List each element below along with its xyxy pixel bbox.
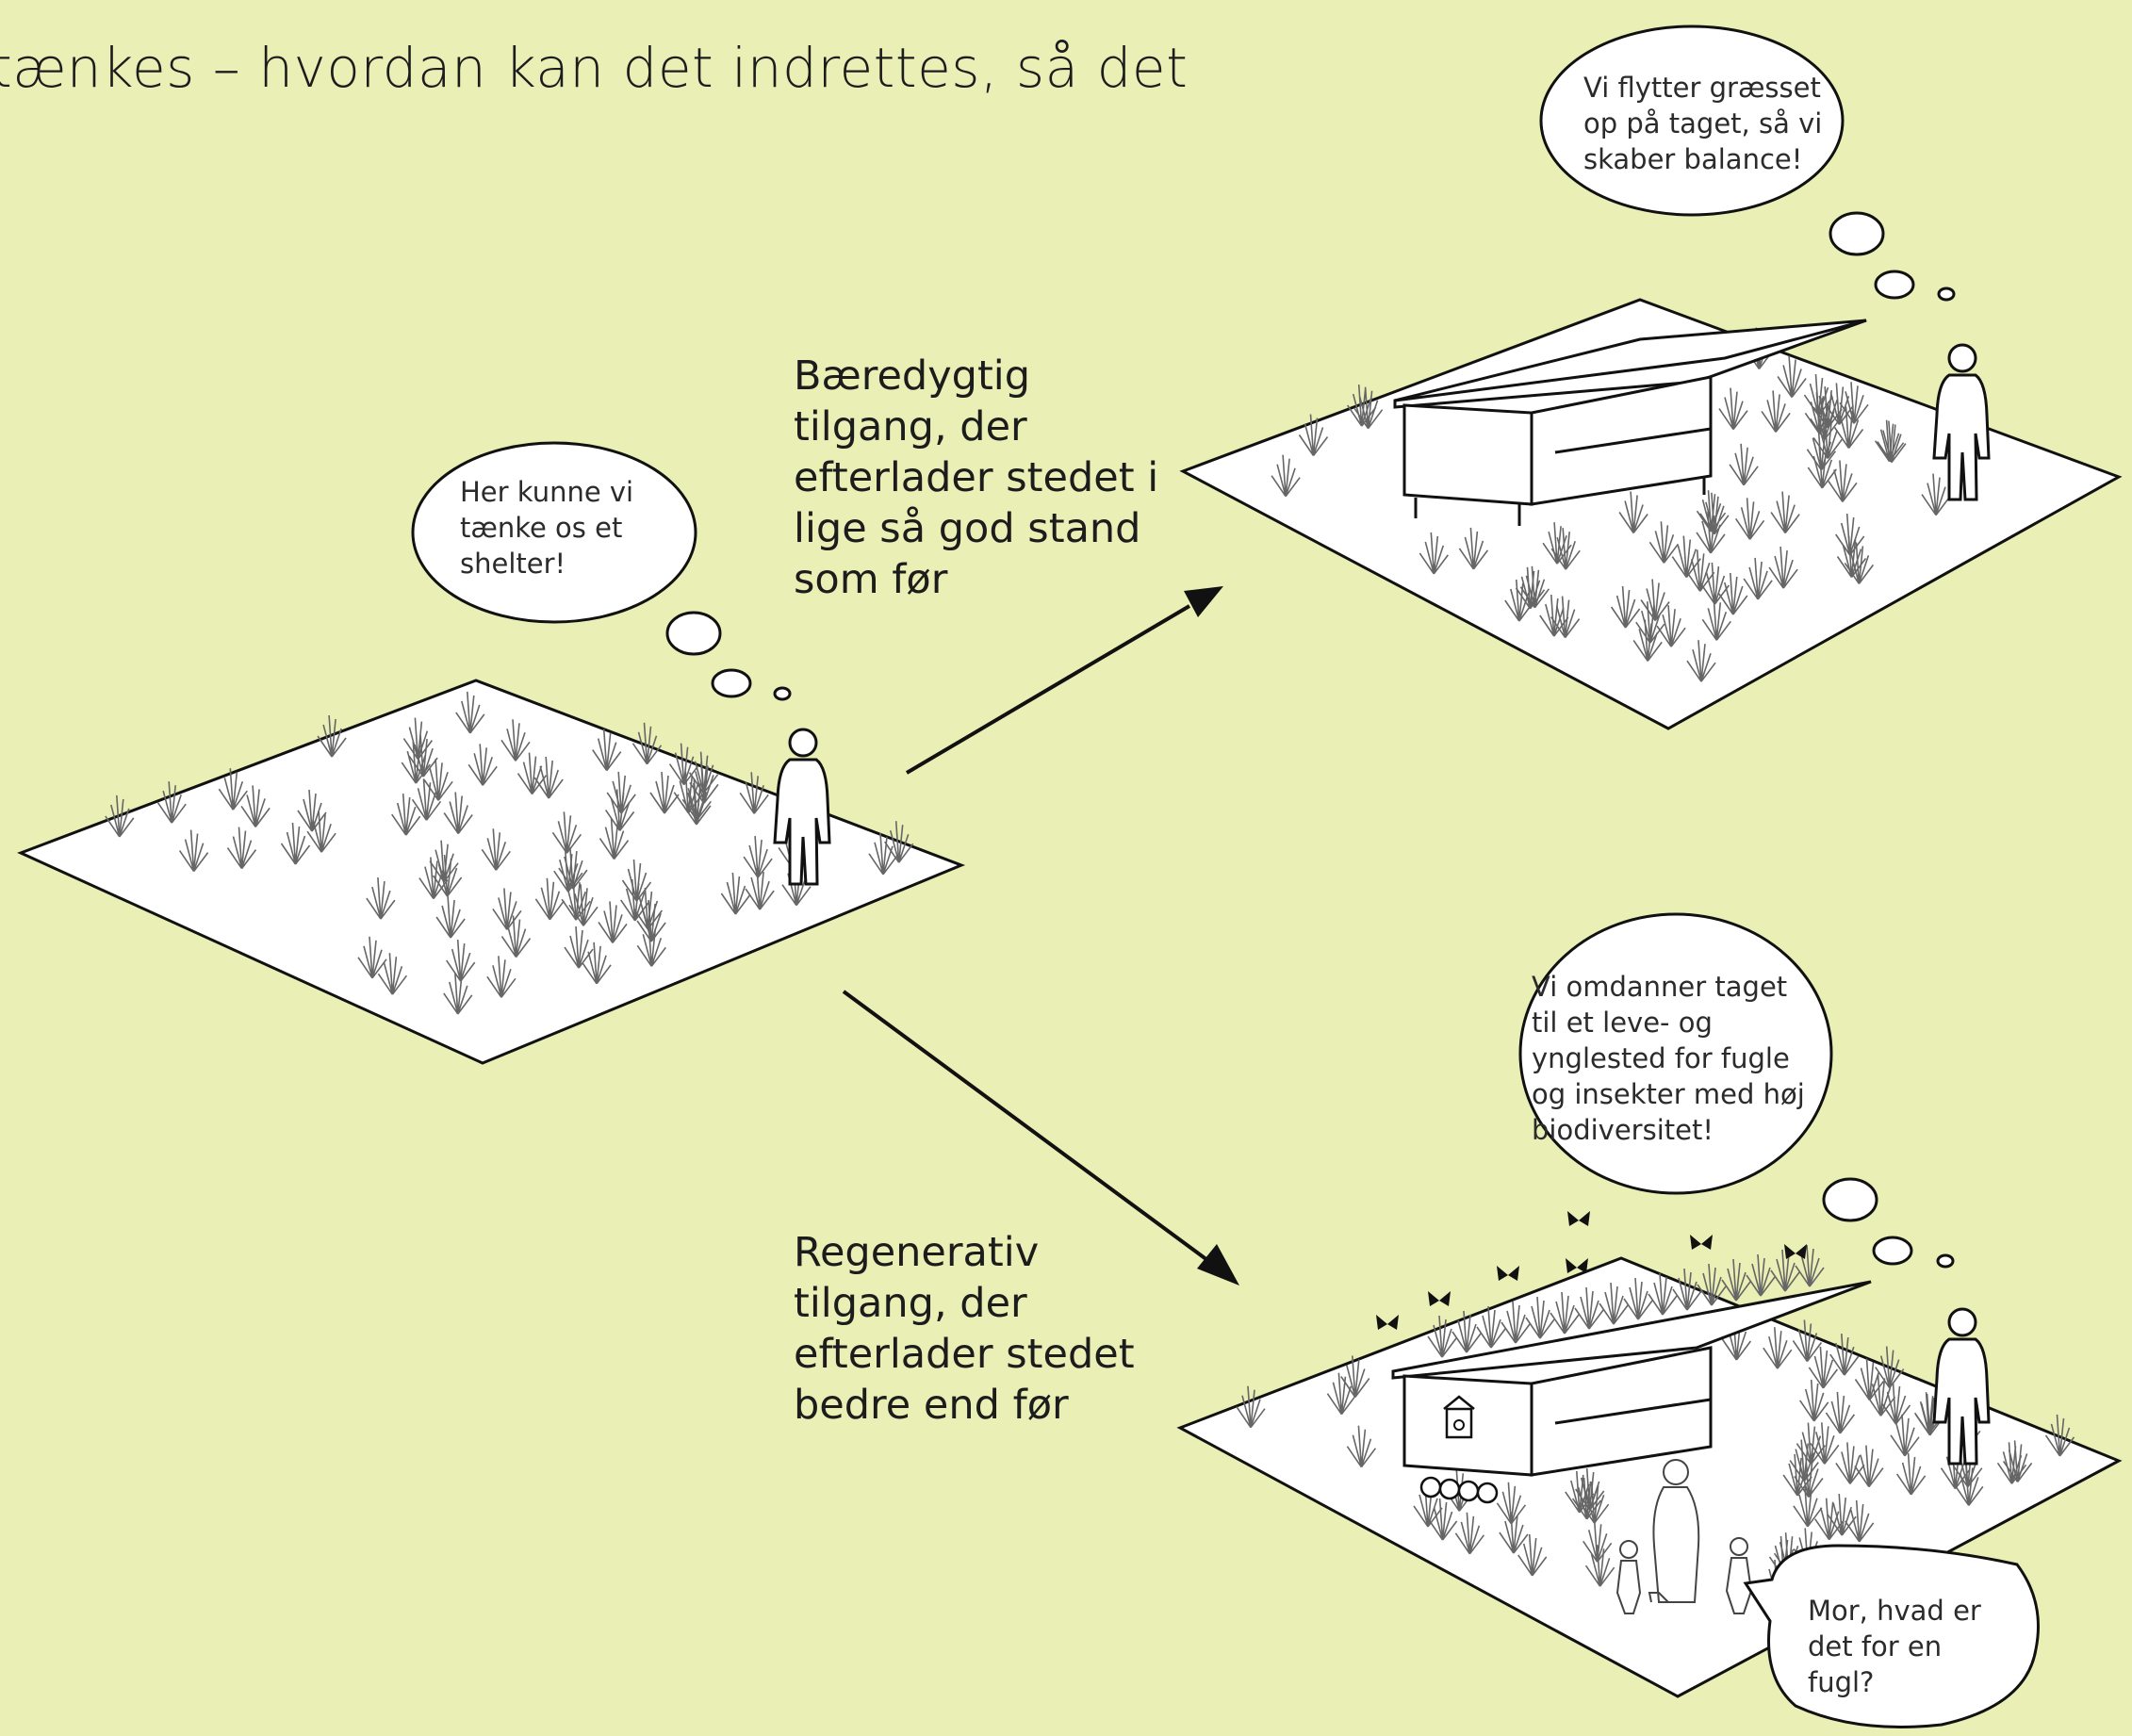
bubble-text-sustainable: Vi flytter græsset op på taget, så vi sk… xyxy=(1583,72,1823,175)
bubble-text-regenerative: Vi omdanner taget til et leve- og yngles… xyxy=(1532,971,1805,1146)
thought-bubble-regenerative xyxy=(1518,912,1955,1269)
page-heading: tænkes – hvordan kan det indrettes, så d… xyxy=(0,36,1189,100)
shelter-icon xyxy=(1391,1244,1872,1504)
bubble-text-child: Mor, hvad er det for en fugl? xyxy=(1808,1595,1981,1698)
thought-bubble-sustainable xyxy=(1539,25,1956,302)
thought-bubble-start xyxy=(411,441,792,701)
arrow-to-regenerative xyxy=(842,990,1239,1286)
caption-regenerative: Regenerativ tilgang, der efterlader sted… xyxy=(794,1229,1135,1429)
bubble-text-start: Her kunne vi tænke os et shelter! xyxy=(460,476,634,580)
birdhouse-icon xyxy=(1443,1395,1475,1439)
shelter-icon xyxy=(1393,319,1867,526)
caption-sustainable: Bæredygtig tilgang, der efterlader stede… xyxy=(794,352,1159,603)
logs-icon xyxy=(1419,1476,1499,1504)
arrow-to-sustainable xyxy=(905,586,1223,775)
plane-start xyxy=(17,679,966,1065)
speech-bubble-child xyxy=(1743,1544,2040,1728)
family-icon xyxy=(1615,1459,1753,1614)
